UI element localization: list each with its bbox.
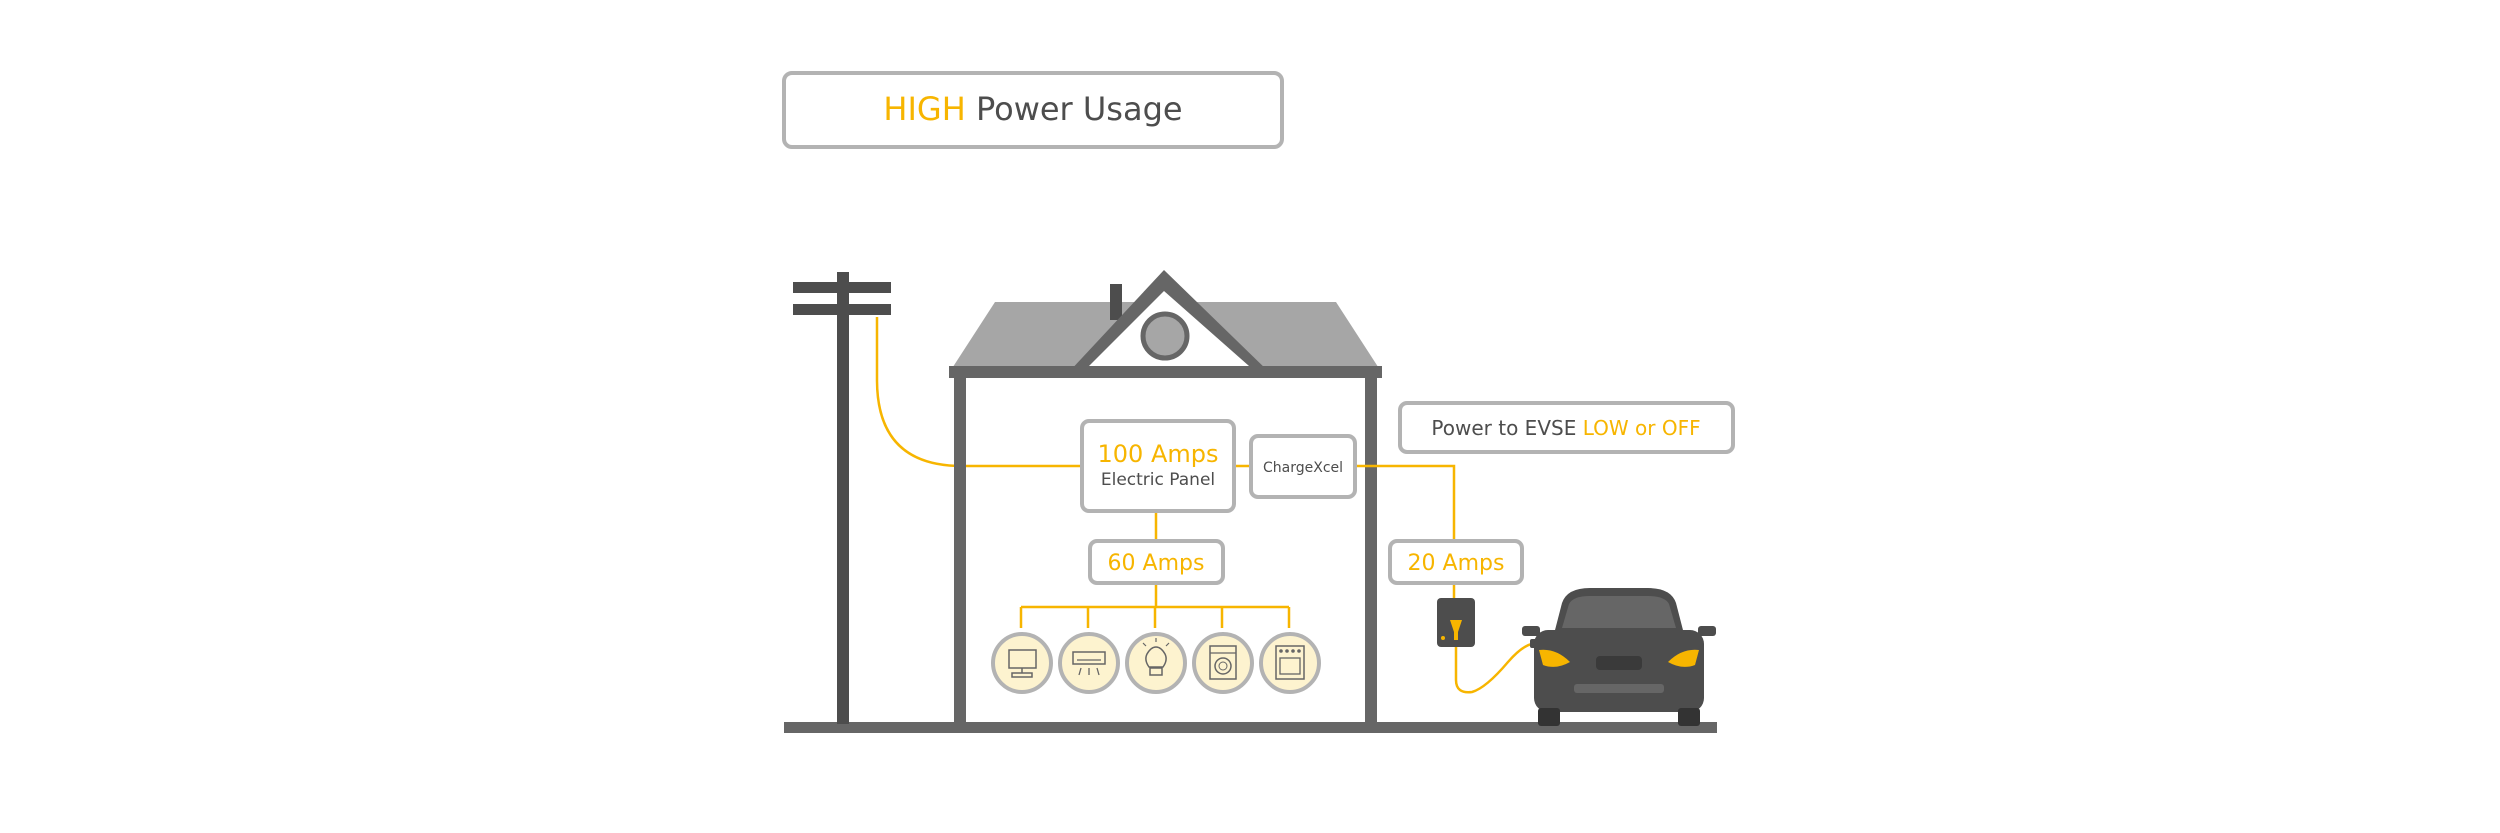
appliance-feed-badge: 60 Amps [1088,539,1225,585]
evse-status-text: Power to EVSE LOW or OFF [1431,416,1700,440]
title-box: HIGH Power Usage [782,71,1284,149]
computer-icon [991,632,1053,694]
electric-car-icon [1522,588,1716,726]
page-title: HIGH Power Usage [883,90,1182,128]
house-eave [949,366,1382,378]
evse-charger-icon [1437,598,1475,647]
chimney [1110,284,1122,320]
evse-status-box: Power to EVSE LOW or OFF [1398,401,1735,454]
air-conditioner-icon [1058,632,1120,694]
ground-line [784,722,1717,733]
car-headlight-right [1668,649,1699,667]
evse-status-prefix: Power to EVSE [1431,416,1582,440]
house-wall-left [954,376,966,724]
panel-amps: 100 Amps [1098,440,1219,468]
house-wall-right [1365,376,1377,724]
washing-machine-icon [1192,632,1254,694]
title-highlight: HIGH [883,90,965,128]
evse-feed-amps: 20 Amps [1408,551,1505,576]
appliance-feed-amps: 60 Amps [1108,551,1205,576]
car-headlight-left [1539,649,1570,667]
evse-feed-badge: 20 Amps [1388,539,1524,585]
title-rest: Power Usage [966,90,1183,128]
pole-to-panel-wire [875,317,1082,468]
chargexcel-label: ChargeXcel [1263,460,1343,476]
oven-icon [1259,632,1321,694]
light-bulb-icon [1125,632,1187,694]
panel-label: Electric Panel [1101,470,1215,490]
chargexcel-device: ChargeXcel [1249,434,1357,499]
appliance-row [991,632,1321,694]
wiring [1019,464,1533,694]
evse-status-highlight: LOW or OFF [1583,416,1701,440]
utility-pole-icon [793,272,891,724]
electric-panel: 100 Amps Electric Panel [1080,419,1236,513]
house [949,270,1382,724]
gable-window [1140,311,1190,361]
